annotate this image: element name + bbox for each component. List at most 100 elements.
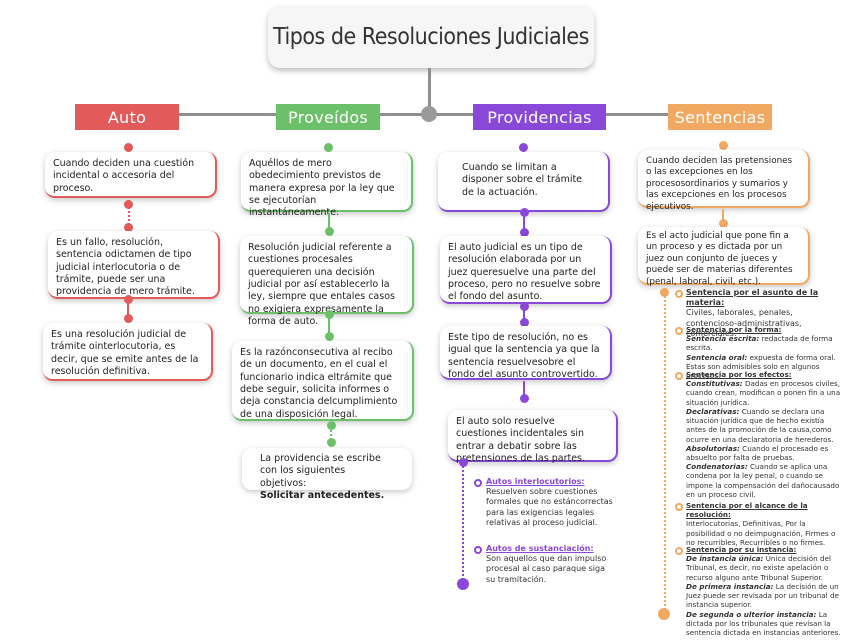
- providencias-node-end: [457, 578, 469, 590]
- auto-card-2: Es un fallo, resolución, sentencia odict…: [48, 231, 220, 299]
- providencias-node-7: [459, 458, 468, 467]
- proveidos-card-4-text: La providencia se escribe con los siguie…: [260, 453, 381, 489]
- hub-node: [421, 106, 437, 122]
- sentencias-item-2: Sentencia por la forma: Sentencia escrit…: [686, 325, 846, 380]
- providencias-item-1-label: Autos interlocutorios:: [486, 477, 585, 486]
- providencias-item-1: Autos interlocutorios: Resuelven sobre c…: [486, 477, 622, 528]
- providencias-item-1-text: Resuelven sobre cuestiones formales que …: [486, 487, 613, 527]
- sentencias-item-5-t2: La decisión de un Juez puede ser revisad…: [686, 581, 839, 610]
- sentencias-item-3-t1: Dadas en procesos civiles, cuando crean,…: [686, 379, 841, 407]
- providencias-node-4: [520, 302, 529, 311]
- proveidos-card-1: Aquéllos de mero obedecimiento previstos…: [241, 152, 413, 218]
- providencias-node-3: [520, 228, 529, 237]
- providencias-card-2: El auto judicial es un tipo de resolució…: [440, 236, 612, 304]
- sentencias-item-3-t3: Cuando el procesado es absuelto por falt…: [686, 443, 829, 462]
- auto-card-3: Es una resolución judicial de trámite oi…: [43, 323, 213, 381]
- sentencias-item-5-i3: De segunda o ulterior instancia:: [686, 609, 817, 619]
- auto-node-5: [124, 314, 133, 323]
- sentencias-header: Sentencias: [668, 104, 772, 130]
- providencias-header: Providencias: [473, 104, 606, 130]
- auto-node-1: [124, 143, 133, 152]
- providencias-connector-1: [523, 213, 525, 235]
- sentencias-item-4-text: Interlocutorias, Definitivas, Por la pos…: [686, 519, 836, 547]
- sentencias-item-5-t3: La dictada por los tribunales que revisa…: [686, 609, 841, 637]
- sentencias-item-3-t4: Cuando se aplica una condena por la ley …: [686, 462, 840, 499]
- sentencias-item-1: Sentencia por el asunto de la materia:Ci…: [686, 288, 846, 339]
- sentencias-item-1-text: Civiles, laborales, penales, contencioso…: [686, 308, 802, 338]
- proveidos-connector-2: [328, 315, 330, 337]
- sentencias-node-end: [658, 608, 670, 620]
- providencias-dashed-connector: [462, 462, 464, 584]
- proveidos-node-2: [325, 227, 334, 236]
- auto-connector-2: [127, 300, 129, 320]
- providencias-item-2-text: Son aquellos que dan impulso procesal al…: [486, 554, 607, 584]
- providencias-node-1: [519, 143, 528, 152]
- providencias-item-2: Autos de sustanciación:Son aquellos que …: [486, 544, 612, 585]
- sentencias-bullet-3: [675, 372, 683, 380]
- sentencias-item-2-i1: Sentencia escrita:: [686, 334, 760, 344]
- proveidos-node-3: [325, 310, 334, 319]
- sentencias-item-5-label: Sentencia por su instancia:: [686, 545, 797, 554]
- sentencias-item-1-label: Sentencia por el asunto de la materia:: [686, 288, 819, 308]
- providencias-node-2: [520, 208, 529, 217]
- providencias-connector-3: [523, 381, 525, 401]
- auto-card-1: Cuando deciden una cuestión incidental o…: [45, 152, 217, 198]
- sentencias-node-1: [719, 141, 728, 150]
- providencias-card-4: El auto solo resuelve cuestiones inciden…: [448, 410, 618, 464]
- sentencias-item-3-i2: Declarativas:: [686, 406, 740, 416]
- sentencias-item-3-t2: Cuando se declara una situación jurídica…: [686, 406, 834, 444]
- sentencias-item-3-i1: Constitutivas:: [686, 379, 743, 389]
- sentencias-bullet-5: [675, 547, 683, 555]
- sentencias-connector-1: [722, 209, 724, 225]
- sentencias-item-5-i1: De instancia única:: [686, 554, 764, 564]
- auto-node-4: [124, 295, 133, 304]
- proveidos-node-5: [327, 421, 336, 430]
- sentencias-bullet-1: [675, 290, 683, 298]
- proveidos-card-4: La providencia se escribe con los siguie…: [242, 448, 412, 501]
- auto-node-2: [124, 200, 133, 209]
- sentencias-card-2: Es el acto judicial que pone fin a un pr…: [638, 227, 810, 287]
- sentencias-item-4: Sentencia por el alcance de la resolució…: [686, 501, 846, 547]
- proveidos-node-1: [324, 143, 333, 152]
- sentencias-item-2-i2: Sentencia oral:: [686, 352, 748, 362]
- sentencias-item-4-label: Sentencia por el alcance de la resolució…: [686, 501, 808, 520]
- providencias-bullet-2: [474, 546, 482, 554]
- proveidos-dashed-connector: [330, 423, 332, 443]
- providencias-node-6: [520, 394, 529, 403]
- proveidos-card-4-bold: Solicitar antecedentes.: [260, 490, 385, 502]
- sentencias-item-3: Sentencia por los efectos: Constitutivas…: [686, 370, 846, 499]
- proveidos-header: Proveídos: [276, 104, 380, 130]
- proveidos-connector-1: [328, 213, 330, 233]
- auto-dashed-connector: [128, 200, 130, 232]
- sentencias-item-5-t1: Única decisión del Tribunal, es decir, n…: [686, 554, 832, 582]
- sentencias-item-5: Sentencia por su instancia: De instancia…: [686, 545, 846, 637]
- sentencias-item-2-label: Sentencia por la forma:: [686, 325, 782, 334]
- title-connector: [428, 68, 431, 114]
- sentencias-item-5-i2: De primera instancia:: [686, 581, 774, 591]
- providencias-card-1: Cuando se limitan a disponer sobre el tr…: [438, 152, 610, 212]
- sentencias-card-1: Cuando deciden las pretensiones o las ex…: [638, 150, 810, 212]
- sentencias-item-2-t2: expuesta de forma oral. Estas son admisi…: [686, 352, 836, 381]
- proveidos-card-3: Es la razónconsecutiva al recibo de un d…: [232, 341, 414, 421]
- providencias-item-2-label: Autos de sustanciación:: [486, 544, 594, 553]
- sentencias-bullet-4: [675, 503, 683, 511]
- sentencias-node-3: [660, 288, 669, 297]
- proveidos-card-2: Resolución judicial referente a cuestion…: [240, 236, 414, 327]
- auto-header: Auto: [75, 104, 179, 130]
- auto-node-3: [124, 223, 133, 232]
- providencias-card-3: Este tipo de resolución, no es igual que…: [440, 326, 612, 380]
- sentencias-node-2: [719, 219, 728, 228]
- page-title: Tipos de Resoluciones Judiciales: [268, 6, 594, 68]
- proveidos-node-4: [325, 332, 334, 341]
- providencias-node-5: [520, 318, 529, 327]
- sentencias-item-3-i4: Condenatorias:: [686, 462, 748, 472]
- proveidos-node-6: [327, 438, 336, 447]
- sentencias-item-3-i3: Absolutorias:: [686, 443, 740, 453]
- providencias-connector-2: [523, 305, 525, 323]
- sentencias-item-3-label: Sentencia por los efectos:: [686, 370, 792, 379]
- sentencias-dashed-connector: [664, 288, 666, 614]
- providencias-bullet-1: [474, 479, 482, 487]
- sentencias-item-2-t1: redactada de forma escrita.: [686, 334, 833, 353]
- sentencias-bullet-2: [675, 327, 683, 335]
